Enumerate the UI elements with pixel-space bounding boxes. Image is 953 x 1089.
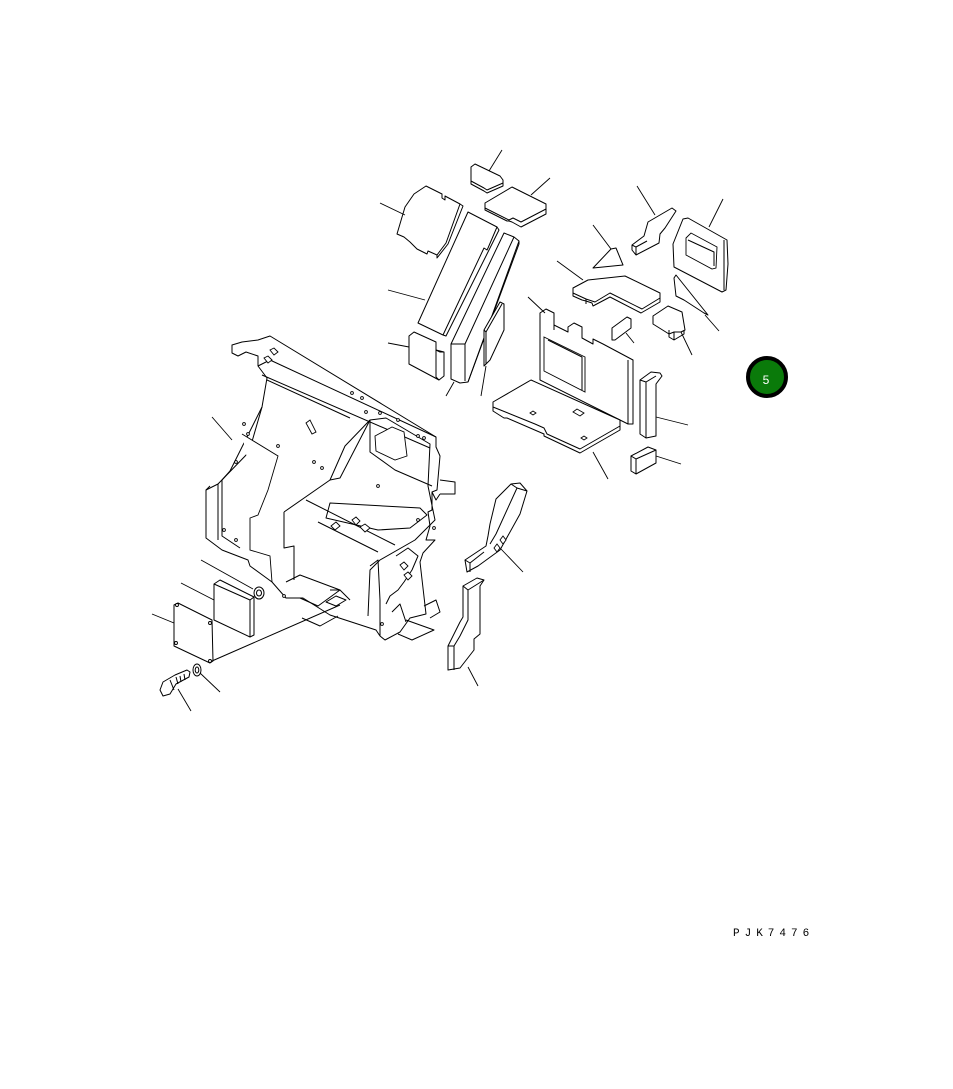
access-cover-plate[interactable] [151, 602, 341, 664]
bent-side-pad[interactable] [631, 185, 677, 256]
small-cube-pad[interactable] [630, 446, 682, 475]
long-channel-strip[interactable] [445, 232, 520, 397]
access-cover-pad[interactable] [180, 579, 255, 638]
page-number-badge[interactable]: 5 [746, 356, 788, 398]
vertical-post-pad[interactable] [639, 371, 689, 439]
angled-side-pad[interactable] [464, 482, 528, 573]
page-number-label: 5 [762, 372, 770, 387]
l-shaped-floor-pad[interactable] [556, 260, 661, 314]
small-top-pad[interactable] [470, 149, 504, 194]
thin-vertical-plate[interactable] [480, 301, 505, 397]
square-block-pad[interactable] [387, 331, 445, 381]
grommet[interactable] [200, 559, 265, 600]
thin-diagonal-strip[interactable] [673, 274, 720, 332]
drawing-reference-code: PJK7476 [733, 928, 815, 940]
window-frame-panel[interactable] [672, 198, 729, 293]
rear-wall-pad[interactable] [527, 296, 634, 425]
bolt[interactable] [159, 669, 192, 712]
l-shaped-side-pad[interactable] [447, 577, 485, 687]
corner-block-pad[interactable] [652, 305, 693, 356]
small-square-pad[interactable] [611, 316, 635, 344]
triangular-pad[interactable] [592, 224, 624, 269]
main-cab-frame[interactable] [205, 335, 456, 641]
long-insulation-strip[interactable] [387, 211, 500, 337]
rear-top-pad[interactable] [484, 177, 551, 228]
left-side-panel-pad[interactable] [379, 185, 464, 259]
floor-mat[interactable] [492, 379, 621, 480]
washer[interactable] [192, 663, 221, 693]
